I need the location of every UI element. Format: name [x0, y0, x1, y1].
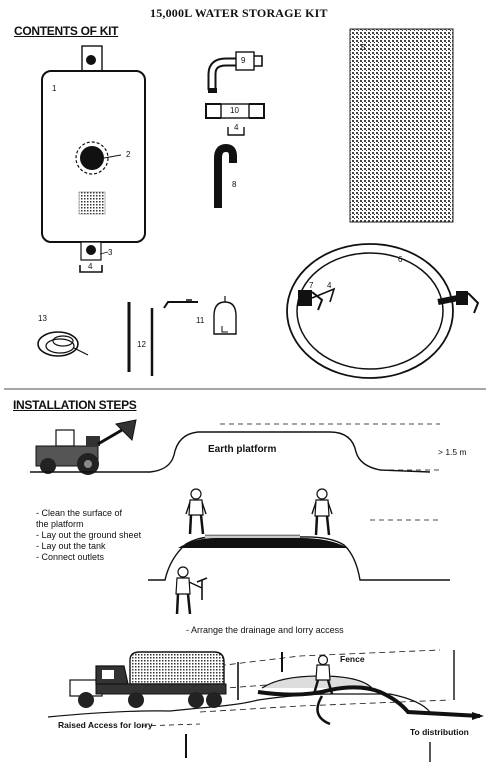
worker-figure [185, 488, 207, 535]
worker-at-tank [312, 654, 334, 695]
raised-access-label: Raised Access for lorry [58, 720, 153, 730]
part-number-label: 12 [137, 340, 146, 349]
part-number-label: 7 [309, 281, 314, 290]
ground-line [47, 693, 431, 718]
part-number-label: 11 [196, 316, 205, 325]
part-number-label: 13 [38, 314, 47, 323]
part-number-label: 3 [108, 248, 113, 257]
step-item: - Lay out the ground sheet [36, 530, 142, 540]
earth-platform-outline [30, 431, 431, 473]
fence-posts [185, 649, 455, 762]
tool-and-cap-item [163, 296, 237, 335]
part-number-label: 10 [230, 106, 239, 115]
to-distribution-label: To distribution [410, 727, 469, 737]
part-number-label: 4 [327, 281, 332, 290]
worker-figure [311, 488, 333, 536]
step-item: - Clean the surface of [36, 508, 123, 518]
coupling-item [205, 103, 265, 136]
hose-pipe-item [214, 143, 237, 208]
distribution-pipe [257, 685, 481, 718]
step-item: - Lay out the tank [36, 541, 106, 551]
stakes-item [127, 302, 154, 376]
part-number-label: 8 [232, 180, 237, 189]
rope-coil-item [37, 331, 89, 357]
worker-with-pick [175, 566, 208, 615]
part-number-label: 4 [234, 123, 239, 132]
part-number-label: 2 [126, 150, 131, 159]
diagram-title: 15,000L WATER STORAGE KIT [150, 6, 328, 20]
coiled-hose-item [286, 243, 480, 379]
part-number-label: 5 [361, 43, 366, 52]
water-lorry [69, 651, 227, 708]
laid-tank [178, 538, 348, 548]
bladder-tank-item [41, 45, 146, 273]
step-item: the platform [36, 519, 84, 529]
elbow-fitting-item [207, 51, 263, 93]
part-number-label: 6 [398, 255, 403, 264]
ground-sheet-item [349, 28, 454, 223]
installation-heading: INSTALLATION STEPS [13, 398, 137, 412]
drainage-label: - Arrange the drainage and lorry access [186, 625, 344, 635]
height-label: > 1.5 m [438, 447, 467, 457]
outlet-hose [316, 695, 331, 726]
distribution-arrow [472, 712, 484, 720]
part-number-label: 9 [241, 56, 246, 65]
earth-platform-label: Earth platform [208, 444, 277, 455]
contents-heading: CONTENTS OF KIT [14, 24, 119, 38]
part-number-label: 1 [52, 84, 57, 93]
step-item: - Connect outlets [36, 552, 105, 562]
fence-label: Fence [340, 654, 365, 664]
part-number-label: 4 [88, 262, 93, 271]
loader-vehicle [35, 419, 137, 475]
